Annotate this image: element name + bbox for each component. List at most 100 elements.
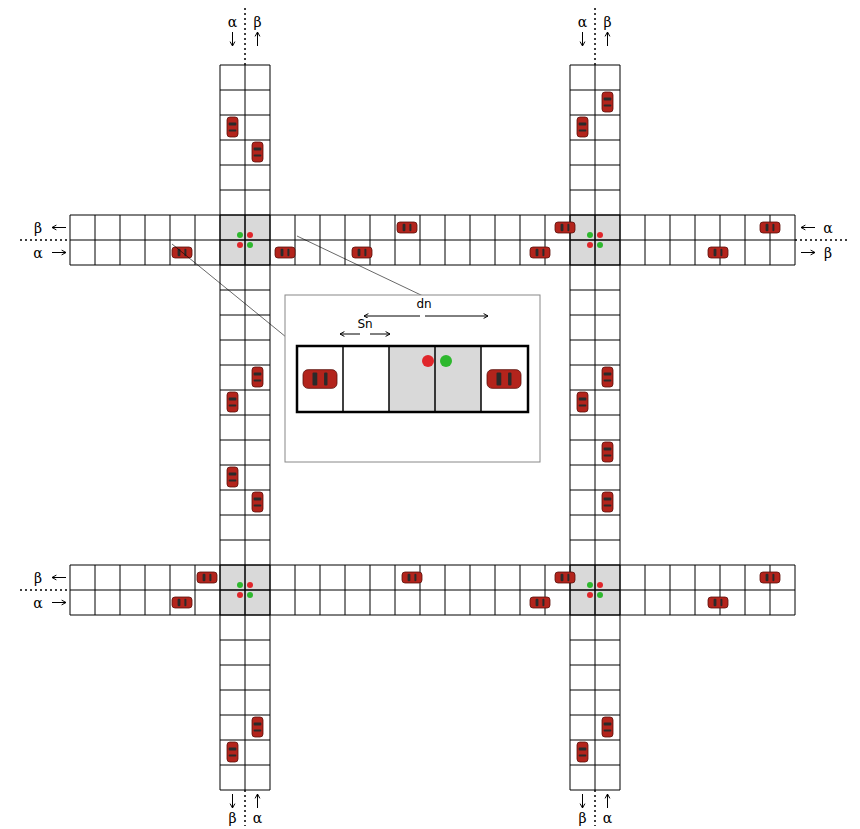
cell-line — [570, 665, 620, 666]
green-light — [247, 592, 253, 598]
car-window — [604, 454, 612, 456]
road-line — [70, 240, 795, 241]
car-window — [720, 599, 722, 607]
cell-line — [145, 215, 146, 265]
arrow-head — [605, 32, 610, 36]
cell-line — [95, 215, 96, 265]
cell-line — [220, 565, 270, 566]
arrow-head — [52, 225, 56, 230]
green-light — [597, 592, 603, 598]
cell-line — [370, 565, 371, 615]
cell-line — [495, 215, 496, 265]
car-window — [604, 373, 612, 376]
car — [352, 247, 372, 258]
lane-divider — [20, 239, 70, 241]
car — [197, 572, 217, 583]
car — [227, 392, 238, 412]
cell-line — [570, 390, 620, 391]
lane-label: α — [603, 811, 612, 825]
lane-divider — [20, 589, 70, 591]
car-window — [184, 599, 186, 607]
cell-line — [220, 690, 270, 691]
car — [708, 247, 728, 258]
cell-line — [220, 465, 270, 466]
car-window — [229, 473, 237, 476]
dimension-label: dn — [414, 298, 433, 310]
direction-arrow — [340, 334, 360, 335]
cell-line — [220, 415, 270, 416]
cell-line — [345, 215, 346, 265]
car — [487, 370, 521, 389]
car-window — [567, 574, 569, 582]
cell-line — [645, 565, 646, 615]
car-window — [536, 599, 539, 607]
cell-line — [395, 565, 396, 615]
red-light — [587, 592, 593, 598]
lane-label: α — [253, 811, 262, 825]
cell-line — [570, 490, 620, 491]
cell-line — [670, 215, 671, 265]
green-light — [597, 242, 603, 248]
car-window — [604, 448, 612, 451]
arrow-head — [62, 600, 66, 605]
cell-line — [220, 765, 270, 766]
dimension-label: Sn — [355, 318, 374, 330]
road-line — [70, 615, 795, 616]
direction-arrow — [582, 32, 583, 46]
car-window — [281, 249, 284, 257]
cell-line — [695, 565, 696, 615]
car-window — [536, 249, 539, 257]
arrow-head — [811, 250, 815, 255]
inset-cell-line — [480, 346, 482, 412]
car-window — [604, 729, 612, 731]
road-line — [70, 215, 795, 216]
green-light — [587, 232, 593, 238]
direction-arrow — [607, 32, 608, 46]
cell-line — [220, 740, 270, 741]
arrow-head — [580, 804, 585, 808]
direction-arrow — [52, 577, 66, 578]
direction-arrow — [801, 252, 815, 253]
cell-line — [570, 215, 620, 216]
car-window — [766, 224, 769, 232]
cell-line — [220, 190, 270, 191]
car — [303, 370, 337, 389]
cell-line — [570, 565, 620, 566]
direction-arrow — [582, 794, 583, 808]
cell-line — [220, 665, 270, 666]
green-light — [237, 582, 243, 588]
cell-line — [570, 465, 620, 466]
cell-line — [570, 590, 620, 591]
direction-arrow — [232, 794, 233, 808]
cell-line — [470, 565, 471, 615]
cell-line — [445, 215, 446, 265]
arrow-head — [340, 332, 344, 337]
car-window — [254, 723, 262, 726]
cell-line — [570, 140, 620, 141]
direction-arrow — [425, 316, 488, 317]
lane-label: α — [578, 15, 587, 29]
car — [402, 572, 422, 583]
lane-label: β — [228, 811, 236, 825]
lane-divider — [795, 239, 850, 241]
cell-line — [570, 615, 620, 616]
arrow-head — [386, 332, 390, 337]
road-line — [70, 265, 795, 266]
lane-divider — [594, 790, 596, 826]
red-light — [587, 242, 593, 248]
car-window — [604, 498, 612, 501]
car-window — [561, 574, 564, 582]
car — [227, 742, 238, 762]
car-window — [229, 404, 237, 406]
lane-divider — [244, 8, 246, 65]
car-window — [561, 224, 564, 232]
car-window — [579, 404, 587, 406]
cell-line — [570, 365, 620, 366]
red-light — [237, 242, 243, 248]
green-light — [237, 232, 243, 238]
cell-line — [170, 565, 171, 615]
car-window — [772, 574, 774, 582]
car-window — [254, 373, 262, 376]
car-window — [604, 98, 612, 101]
